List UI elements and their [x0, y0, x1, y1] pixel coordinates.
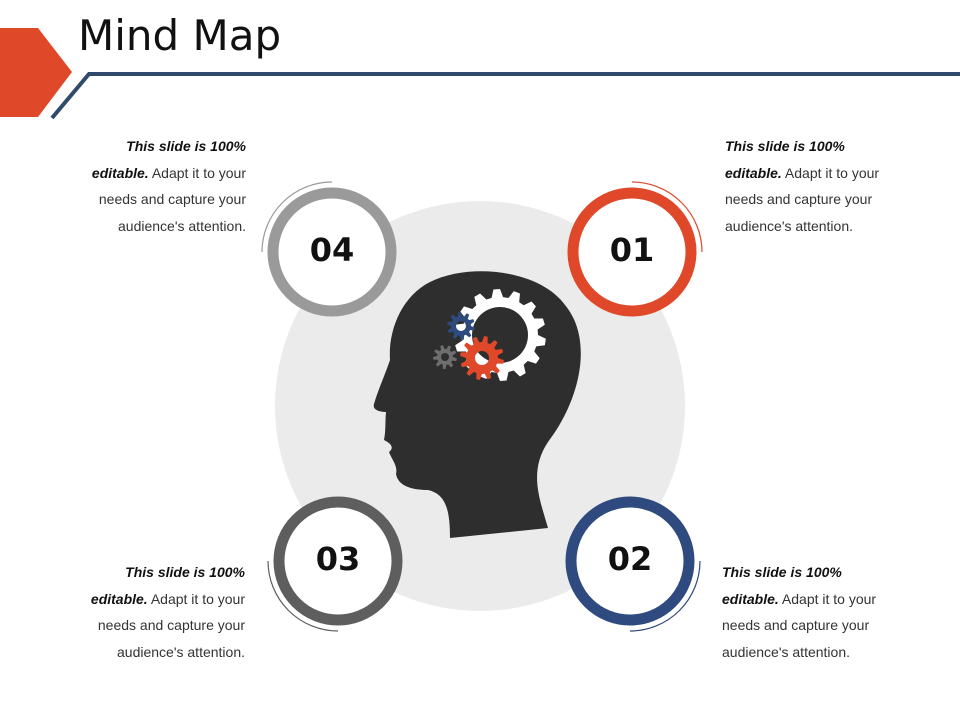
node-04-emphasis: This slide is 100% editable.: [91, 138, 246, 181]
node-03-accent-arc: [267, 560, 339, 632]
node-01-emphasis: This slide is 100% editable.: [725, 138, 845, 181]
header-accent-chevron: [0, 28, 72, 117]
node-03-emphasis: This slide is 100% editable.: [90, 564, 245, 607]
node-02-accent-arc: [629, 560, 701, 632]
gear-gray-shape: [433, 345, 457, 369]
gears-icon: [433, 289, 546, 381]
node-01-accent-arc: [631, 181, 703, 253]
gear-red-shape: [460, 336, 504, 380]
node-03-description: This slide is 100% editable. Adapt it to…: [73, 559, 245, 665]
blue-gear-icon: [447, 312, 475, 340]
node-02-description: This slide is 100% editable. Adapt it to…: [722, 559, 894, 665]
node-01-text: Adapt it to your needs and capture your …: [725, 164, 880, 234]
node-04-description: This slide is 100% editable. Adapt it to…: [74, 133, 246, 239]
node-02-text: Adapt it to your needs and capture your …: [722, 590, 877, 660]
node-04-number: 04: [309, 231, 355, 269]
title-rule: [50, 72, 960, 120]
node-03-number: 03: [315, 540, 361, 578]
large-white-gear-icon: [454, 289, 546, 381]
red-gear-icon: [460, 336, 504, 380]
node-03-text: Adapt it to your needs and capture your …: [97, 590, 245, 660]
gray-gear-icon: [433, 345, 457, 369]
node-02-ring: [565, 496, 695, 626]
gear-white-shape: [454, 289, 546, 381]
node-04-ring: [267, 187, 397, 317]
node-01-description: This slide is 100% editable. Adapt it to…: [725, 133, 897, 239]
node-01-ring: [567, 187, 697, 317]
node-01-number: 01: [609, 231, 655, 269]
node-02-number: 02: [607, 540, 653, 578]
gear-blue-shape: [447, 312, 475, 340]
node-04-text: Adapt it to your needs and capture your …: [98, 164, 246, 234]
node-04-accent-arc: [261, 181, 333, 253]
page-title: Mind Map: [78, 11, 282, 60]
node-03-ring: [273, 496, 403, 626]
header-decoration: [0, 28, 960, 120]
node-02-emphasis: This slide is 100% editable.: [722, 564, 842, 607]
